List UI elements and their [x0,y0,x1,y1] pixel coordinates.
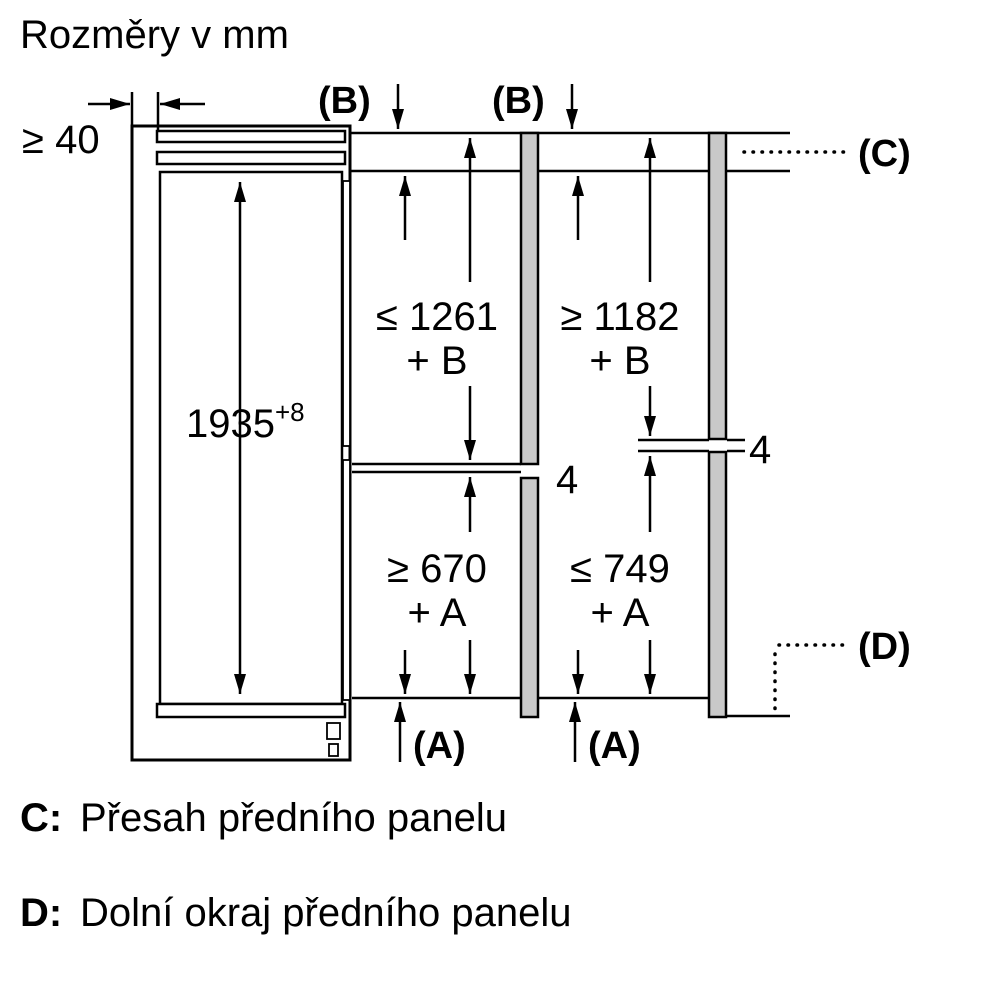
legend-c: C: Přesah předního panelu [20,796,507,840]
appliance-door [158,170,344,706]
appliance-top-strip-1 [155,129,347,144]
lower-left-dimension-add: + A [408,591,467,635]
height-dimension-label: 1935+8 [186,397,305,446]
upper-left-dimension: ≤ 1261 [376,295,498,339]
right-panel-upper [707,131,728,441]
top-gap-label: ≥ 40 [22,118,100,162]
label-b-right: (B) [492,80,545,122]
label-d: (D) [858,626,911,668]
right-panel-lower [707,450,728,719]
appliance-top-strip-2 [155,150,347,166]
upper-right-dimension: ≥ 1182 [560,295,679,339]
appliance-foot-upper [326,722,341,740]
appliance-bottom-bar [155,702,347,719]
lower-right-dimension: ≤ 749 [570,547,670,591]
lower-right-dimension-add: + A [591,591,650,635]
upper-left-dimension-add: + B [406,339,467,383]
right-panel-gap-label: 4 [749,428,771,472]
label-b-left: (B) [318,80,371,122]
legend-c-text: Přesah předního panelu [80,796,507,840]
appliance-foot-lower [328,743,339,757]
legend-d-key: D: [20,891,62,935]
legend-c-key: C: [20,796,62,840]
label-a-right: (A) [588,725,641,767]
page-title: Rozměry v mm [20,13,289,57]
upper-right-dimension-add: + B [589,339,650,383]
legend-d: D: Dolní okraj předního panelu [20,891,571,935]
legend-d-text: Dolní okraj předního panelu [80,891,571,935]
height-value: 1935 [186,402,275,446]
lower-left-dimension: ≥ 670 [387,547,487,591]
mid-panel-upper [519,131,540,466]
label-c: (C) [858,133,911,175]
mid-panel-lower [519,476,540,719]
height-tolerance: +8 [275,397,305,427]
door-edge-lower [342,459,351,701]
door-edge-upper [342,180,351,447]
mid-panel-gap-label: 4 [556,458,578,502]
label-a-left: (A) [413,725,466,767]
